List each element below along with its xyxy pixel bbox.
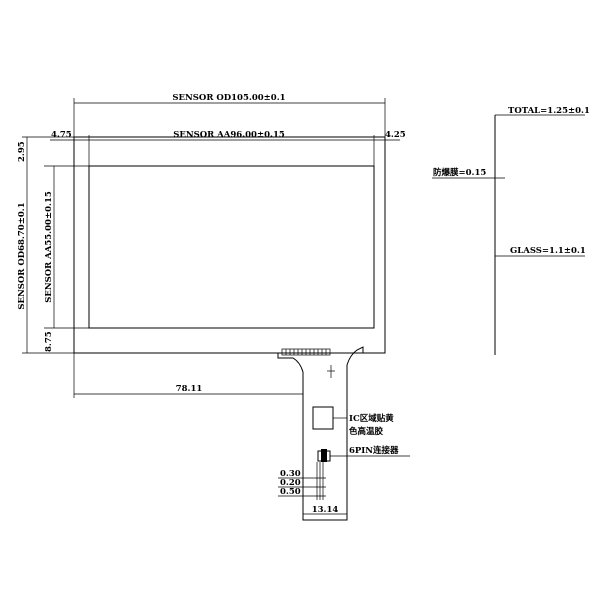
pin-dim-3-label: 0.50 (280, 487, 301, 497)
connector-body (321, 449, 327, 462)
sensor-od-width-label: SENSOR OD105.00±0.1 (172, 93, 285, 103)
pin-dim-1-label: 0.30 (280, 469, 301, 479)
glass-thickness-label: GLASS=1.1±0.1 (510, 246, 586, 256)
sensor-aa-width-label: SENSOR AA96.00±0.15 (173, 130, 285, 140)
fpc-tail (277, 346, 364, 521)
ic-note-line2: 色高温胶 (349, 426, 384, 437)
right-margin-label: 4.25 (385, 130, 406, 140)
film-thickness-label: 防爆膜=0.15 (433, 167, 486, 178)
total-thickness-label: TOTAL=1.25±0.1 (508, 106, 590, 116)
top-margin-label: 2.95 (17, 141, 27, 162)
ic-note-line1: IC区域贴黄 (349, 413, 394, 424)
tail-width-label: 13.14 (312, 505, 339, 515)
sensor-aa-height-label: SENSOR AA55.00±0.15 (44, 191, 54, 303)
left-margin-label: 4.75 (51, 130, 72, 140)
sensor-od-height-label: SENSOR OD68.70±0.1 (17, 202, 27, 309)
sensor-outline (73, 136, 386, 354)
active-area (88, 165, 375, 329)
bottom-margin-label: 8.75 (44, 331, 54, 352)
pin-dim-2-label: 0.20 (280, 478, 301, 488)
tail-offset-label: 78.11 (176, 384, 203, 394)
connector-note: 6PIN连接器 (349, 445, 399, 456)
ic-area (312, 406, 334, 430)
bonding-pad-ticks (285, 349, 327, 355)
